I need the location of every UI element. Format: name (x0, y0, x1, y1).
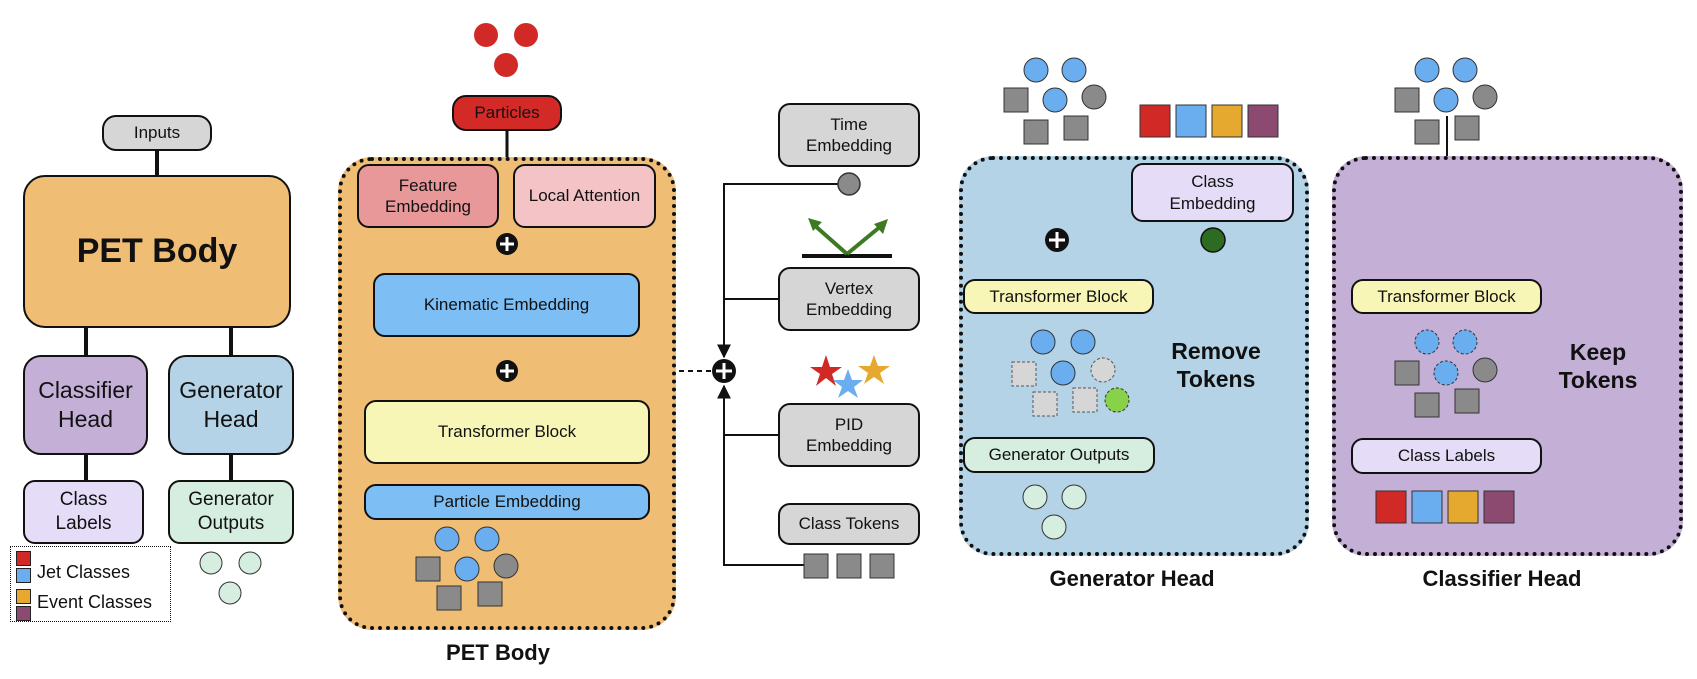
feature-embedding-box: Feature Embedding (357, 164, 499, 228)
kinematic-embedding-box: Kinematic Embedding (373, 273, 640, 337)
legend-event-classes: Event Classes (37, 592, 153, 612)
remove-tokens-label: Remove Tokens (1171, 338, 1261, 392)
generator-head-box: Generator Head (168, 355, 294, 455)
conditioning-sum-node-icon (712, 359, 736, 383)
inputs-box: Inputs (102, 115, 212, 151)
pet-body-box: PET Body (23, 175, 291, 328)
legend: Jet Classes Event Classes (10, 546, 171, 622)
class-labels-box: Class Labels (23, 480, 144, 544)
vertex-icon (802, 218, 892, 258)
class-color-squares-icon (1139, 104, 1279, 138)
generator-input-tokens-icon (1003, 57, 1107, 145)
classifier-head-region (1332, 156, 1683, 556)
class-embedding-token-icon (1200, 227, 1226, 253)
transformer-block-box: Transformer Block (364, 400, 650, 464)
input-particles-icon (474, 23, 538, 77)
legend-purple-swatch (16, 606, 31, 621)
vertex-embedding-box: Vertex Embedding (778, 267, 920, 331)
local-attention-box: Local Attention (513, 164, 656, 228)
legend-blue-swatch (16, 568, 31, 583)
legend-red-swatch (16, 551, 31, 566)
overview-output-particles (199, 551, 262, 605)
legend-yellow-swatch (16, 589, 31, 604)
generator-class-embedding-box: Class Embedding (1131, 163, 1294, 222)
generator-outputs-box: Generator Outputs (168, 480, 294, 544)
generator-outputs-detail-box: Generator Outputs (963, 437, 1155, 473)
classifier-head-caption: Classifier Head (1422, 566, 1582, 591)
class-tokens-box: Class Tokens (778, 503, 920, 545)
conditioning-connectors (717, 183, 848, 566)
classifier-class-squares-icon (1375, 490, 1515, 524)
keep-tokens-label: Keep Tokens (1558, 339, 1638, 393)
generator-output-particles-icon (1022, 484, 1087, 540)
time-embedding-box: Time Embedding (778, 103, 920, 167)
class-token-squares-icon (803, 553, 895, 579)
sum-node-2-icon (496, 360, 518, 382)
pid-embedding-box: PID Embedding (778, 403, 920, 467)
pid-stars-icon (810, 355, 890, 398)
generator-head-caption: Generator Head (1049, 566, 1215, 591)
classifier-input-tokens-icon (1394, 57, 1498, 145)
generator-transformer-block-box: Transformer Block (963, 279, 1154, 314)
particle-tokens-icon (415, 526, 519, 611)
legend-jet-classes: Jet Classes (37, 562, 131, 582)
generator-masked-tokens-icon (1011, 329, 1130, 417)
time-token-icon (837, 172, 861, 196)
generator-head-region (959, 156, 1309, 556)
generator-sum-node-icon (1045, 228, 1069, 252)
classifier-transformer-block-box: Transformer Block (1351, 279, 1542, 314)
overview-connectors (84, 148, 233, 481)
sum-node-1-icon (496, 233, 518, 255)
particle-embedding-box: Particle Embedding (364, 484, 650, 520)
classifier-kept-tokens-icon (1394, 329, 1498, 418)
particles-box: Particles (452, 95, 562, 131)
classifier-head-box: Classifier Head (23, 355, 148, 455)
classifier-class-labels-box: Class Labels (1351, 438, 1542, 474)
pet-body-caption: PET Body (446, 640, 550, 665)
